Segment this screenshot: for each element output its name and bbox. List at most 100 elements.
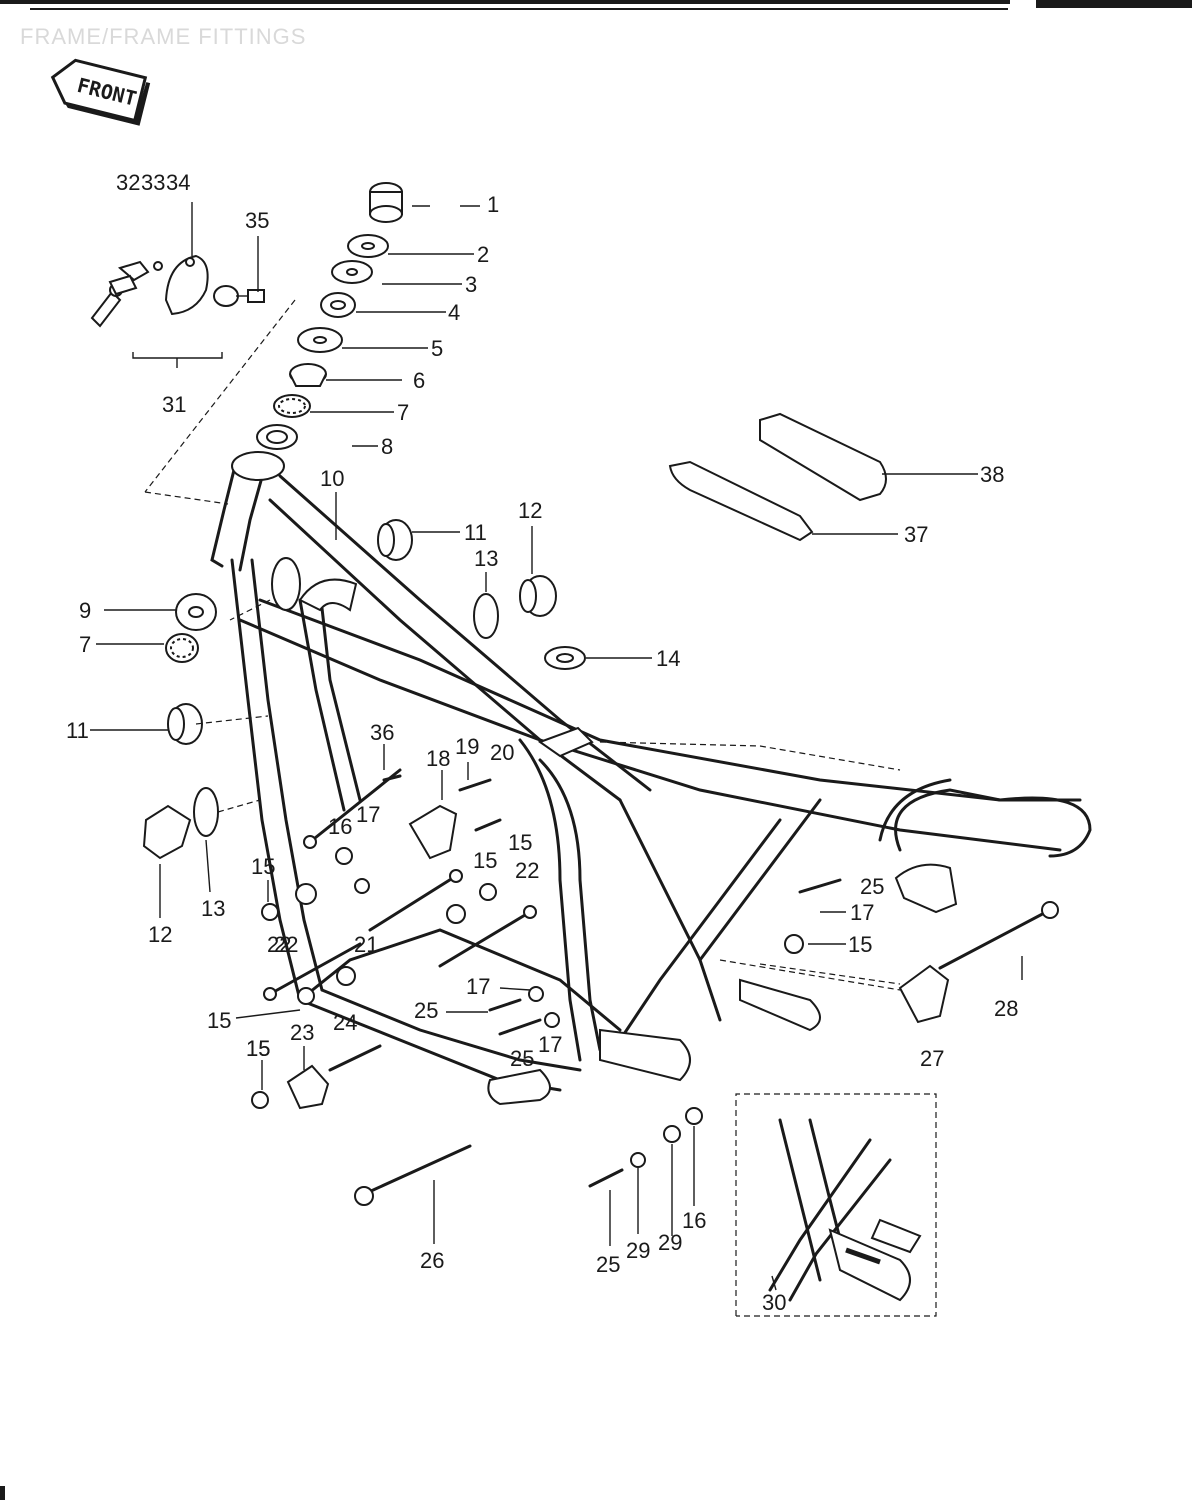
part-12-nut bbox=[142, 804, 192, 860]
callout-label: 7 bbox=[397, 400, 409, 425]
callout-label: 22 bbox=[274, 932, 298, 957]
part-38-seat-pad bbox=[759, 412, 887, 502]
part-27-bracket bbox=[898, 964, 950, 1024]
callout-label: 17 bbox=[538, 1032, 562, 1057]
callout-label: 15 bbox=[508, 830, 532, 855]
callout-label: 23 bbox=[290, 1020, 314, 1045]
callout-label: 16 bbox=[328, 814, 352, 839]
callout-label: 2 bbox=[477, 242, 489, 267]
swingarm-plate bbox=[739, 978, 821, 1032]
part-25-bracket bbox=[894, 863, 958, 914]
part-35-switch-body bbox=[213, 285, 239, 307]
part-34-switch-cover bbox=[164, 254, 209, 316]
part-37-seat-plate bbox=[668, 460, 814, 542]
frame-bushing bbox=[271, 557, 301, 611]
header-rule bbox=[0, 0, 1010, 4]
part-18-bracket bbox=[408, 804, 458, 860]
part-5-race bbox=[297, 327, 343, 353]
callout-label: 28 bbox=[994, 996, 1018, 1021]
leader-lines bbox=[90, 202, 1023, 1291]
callout-label: 25 bbox=[596, 1252, 620, 1277]
part-3-washer bbox=[331, 260, 373, 284]
callout-label: 3 bbox=[465, 272, 477, 297]
callout-label: 17 bbox=[850, 900, 874, 925]
callout-label: 5 bbox=[431, 336, 443, 361]
steering-stem-parts bbox=[256, 182, 403, 450]
callout-label: 30 bbox=[762, 1290, 786, 1315]
part-9-nut bbox=[175, 593, 217, 631]
callout-label: 12 bbox=[518, 498, 542, 523]
callout-label: 6 bbox=[413, 368, 425, 393]
steering-head bbox=[210, 460, 238, 568]
callout-label: 22 bbox=[515, 858, 539, 883]
callout-label: 15 bbox=[251, 854, 275, 879]
callout-label: 17 bbox=[466, 974, 490, 999]
inset-detail-30 bbox=[735, 1093, 937, 1317]
callout-labels: 1 2 3 4 5 6 7 8 9 7 10 11 12 13 14 11 12… bbox=[66, 170, 1018, 1315]
callout-label: 7 bbox=[79, 632, 91, 657]
frame bbox=[144, 299, 1092, 1106]
diagram-subtitle: FRAME/FRAME FITTINGS bbox=[20, 24, 307, 49]
callout-label: 25 bbox=[414, 998, 438, 1023]
fittings bbox=[142, 412, 1059, 1317]
callout-label: 1 bbox=[487, 192, 499, 217]
callout-label: 13 bbox=[201, 896, 225, 921]
callout-label: 31 bbox=[162, 392, 186, 417]
callout-label: 25 bbox=[860, 874, 884, 899]
part-35-connector bbox=[247, 289, 265, 303]
callout-label: 11 bbox=[464, 520, 487, 545]
part-1-stem-nut bbox=[369, 182, 403, 223]
part-8-race bbox=[256, 424, 298, 450]
callout-label: 38 bbox=[980, 462, 1004, 487]
part-4-locknut bbox=[320, 292, 356, 318]
lower-bracket bbox=[487, 1068, 551, 1106]
callout-label: 18 bbox=[426, 746, 450, 771]
callout-label: 37 bbox=[904, 522, 928, 547]
head-pipe-top bbox=[231, 451, 285, 481]
callout-label: 12 bbox=[148, 922, 172, 947]
callout-label: 24 bbox=[333, 1010, 357, 1035]
part-7-bearing bbox=[273, 394, 311, 418]
callout-label: 15 bbox=[207, 1008, 231, 1033]
ignition-switch-group bbox=[90, 254, 265, 368]
callout-label: 26 bbox=[420, 1248, 444, 1273]
callout-label: 17 bbox=[356, 802, 380, 827]
callout-label: 29 bbox=[626, 1238, 650, 1263]
callout-label: 15 bbox=[246, 1036, 270, 1061]
callout-label: 33 bbox=[141, 170, 165, 195]
front-arrow-icon: FRONT bbox=[50, 58, 151, 126]
callout-label: 14 bbox=[656, 646, 680, 671]
callout-label: 15 bbox=[848, 932, 872, 957]
callout-label: 36 bbox=[370, 720, 394, 745]
callout-label: 13 bbox=[474, 546, 498, 571]
callout-label: 29 bbox=[658, 1230, 682, 1255]
callout-label: 16 bbox=[682, 1208, 706, 1233]
bolts bbox=[263, 768, 1059, 1206]
callout-label: 25 bbox=[510, 1046, 534, 1071]
callout-label: 9 bbox=[79, 598, 91, 623]
part-11-bushing-lower bbox=[167, 703, 203, 745]
callout-label: 4 bbox=[448, 300, 460, 325]
part-11-bushing bbox=[377, 519, 413, 561]
callout-label: 15 bbox=[473, 848, 497, 873]
part-23-bracket bbox=[286, 1064, 330, 1110]
gusset bbox=[298, 578, 358, 612]
part-14-grommet bbox=[544, 646, 586, 670]
bracket-31 bbox=[132, 352, 223, 359]
part-12-bushing bbox=[519, 575, 557, 617]
callout-label: 8 bbox=[381, 434, 393, 459]
footrest-plate bbox=[599, 1028, 691, 1082]
corner-mark bbox=[0, 1486, 5, 1500]
callout-label: 15 bbox=[246, 1036, 270, 1061]
callout-label: 21 bbox=[354, 932, 378, 957]
callout-label: 19 bbox=[455, 734, 479, 759]
part-13-washer-lower bbox=[193, 787, 219, 837]
callout-label: 22 bbox=[267, 932, 291, 957]
part-33-clip-b bbox=[108, 274, 138, 296]
part-13-washer bbox=[473, 593, 499, 639]
callout-label: 32 bbox=[116, 170, 140, 195]
callout-label: 34 bbox=[166, 170, 190, 195]
part-6-cone bbox=[289, 363, 327, 387]
